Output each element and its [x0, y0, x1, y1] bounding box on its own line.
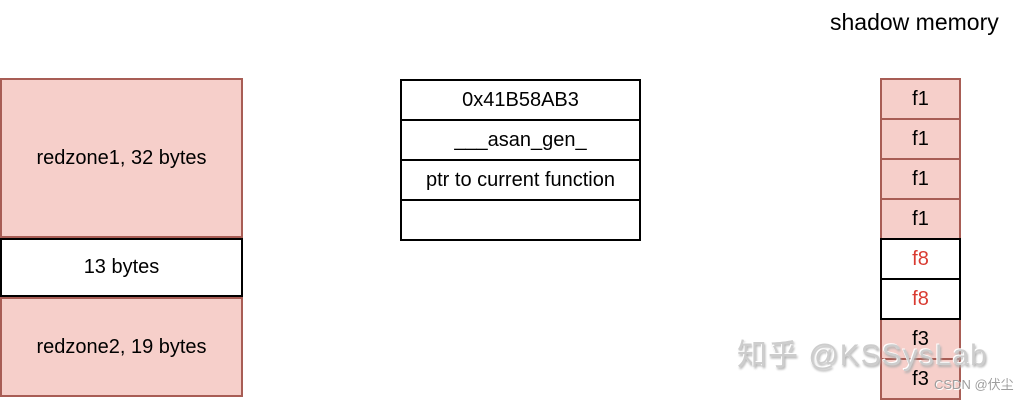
shadow-cell-value: f3 — [912, 367, 929, 390]
redzone2-label: redzone2, 19 bytes — [36, 335, 207, 358]
frame-asan-gen-value: ___asan_gen_ — [454, 128, 587, 151]
shadow-cell-value: f8 — [912, 247, 929, 270]
frame-empty-row — [400, 199, 641, 241]
redzone2-segment: redzone2, 19 bytes — [0, 297, 243, 397]
shadow-cell-value: f8 — [912, 287, 929, 310]
shadow-cell-f8-1: f8 — [880, 238, 961, 280]
shadow-cell-f1-2: f1 — [880, 118, 961, 160]
stack-frame-diagram: redzone1, 32 bytes 13 bytes redzone2, 19… — [0, 78, 243, 397]
frame-function-ptr-row: ptr to current function — [400, 159, 641, 201]
frame-magic-row: 0x41B58AB3 — [400, 79, 641, 121]
data-segment: 13 bytes — [0, 238, 243, 297]
frame-function-ptr-value: ptr to current function — [426, 168, 615, 191]
shadow-cell-value: f3 — [912, 327, 929, 350]
redzone1-segment: redzone1, 32 bytes — [0, 78, 243, 238]
frame-info-table: 0x41B58AB3 ___asan_gen_ ptr to current f… — [400, 79, 641, 241]
frame-magic-value: 0x41B58AB3 — [462, 88, 579, 111]
frame-asan-gen-row: ___asan_gen_ — [400, 119, 641, 161]
zhihu-watermark: 知乎 @KSSysLab — [737, 339, 988, 372]
shadow-cell-f3-2: f3 — [880, 358, 961, 400]
redzone1-label: redzone1, 32 bytes — [36, 146, 207, 169]
shadow-cell-f1-4: f1 — [880, 198, 961, 240]
shadow-cell-f8-2: f8 — [880, 278, 961, 320]
csdn-watermark: CSDN @伏尘 — [934, 377, 1014, 392]
shadow-memory-column: f1 f1 f1 f1 f8 f8 f3 f3 — [880, 78, 961, 400]
shadow-cell-f1-3: f1 — [880, 158, 961, 200]
shadow-cell-value: f1 — [912, 127, 929, 150]
shadow-cell-value: f1 — [912, 87, 929, 110]
shadow-memory-title: shadow memory — [830, 9, 999, 35]
shadow-cell-f1-1: f1 — [880, 78, 961, 120]
data-segment-label: 13 bytes — [83, 256, 160, 278]
shadow-cell-value: f1 — [912, 207, 929, 230]
shadow-cell-value: f1 — [912, 167, 929, 190]
